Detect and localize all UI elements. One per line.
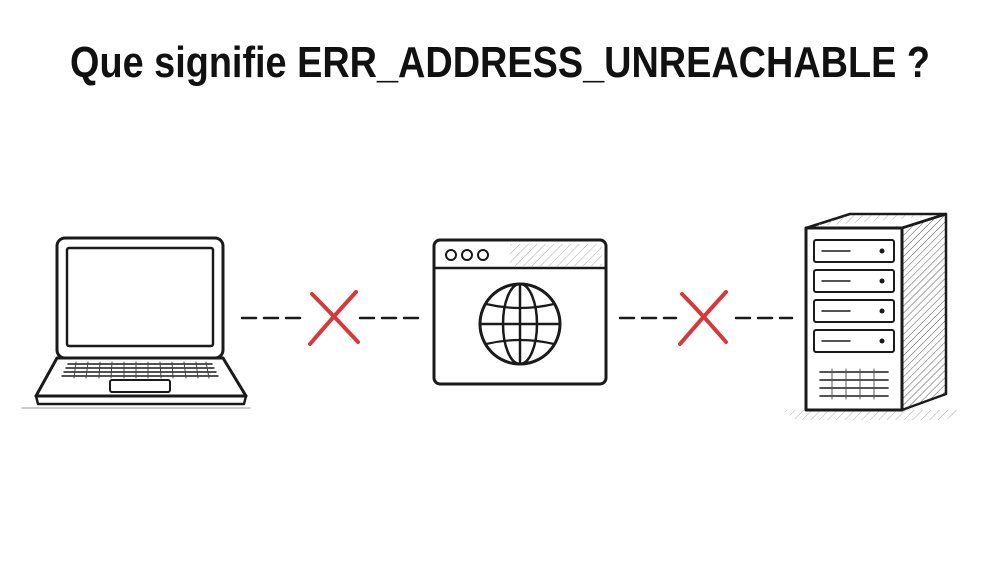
cross-icon [678, 290, 728, 346]
browser-globe-icon [432, 238, 608, 386]
page-title: Que signifie ERR_ADDRESS_UNREACHABLE ? [70, 38, 930, 87]
link-client-browser [240, 290, 420, 346]
laptop-icon [21, 236, 251, 409]
cross-icon [308, 290, 360, 346]
link-browser-server [618, 290, 794, 346]
server-tower-icon [782, 212, 960, 420]
